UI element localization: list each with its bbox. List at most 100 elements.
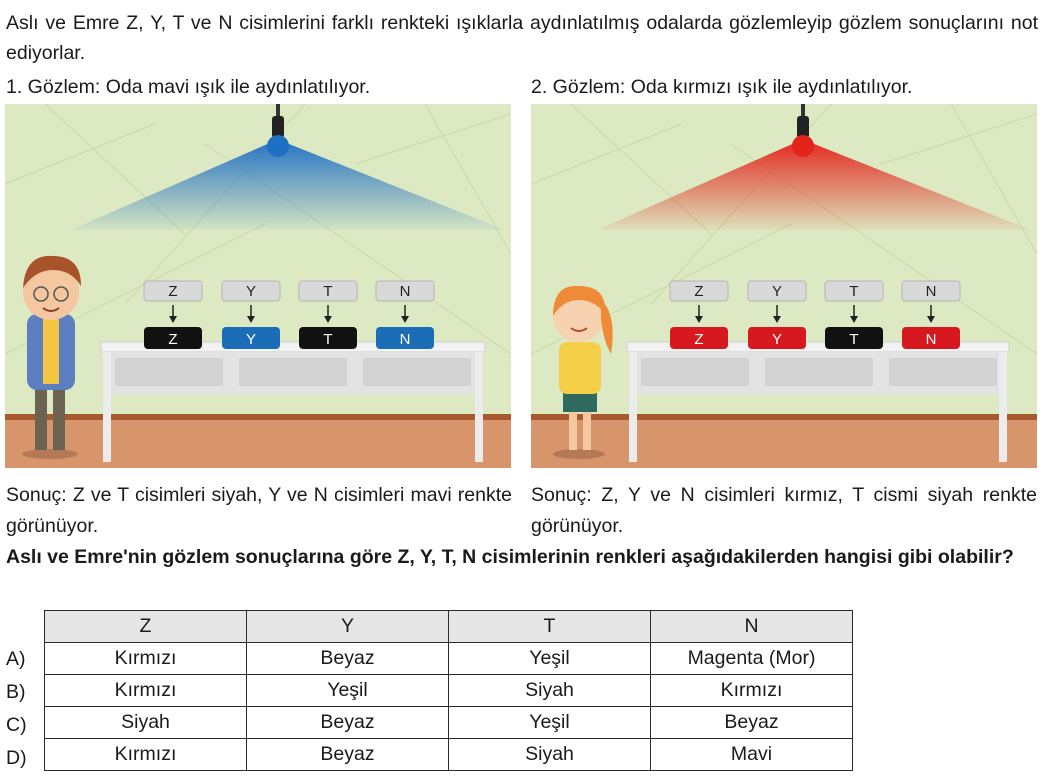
table-header-row: Z Y T N xyxy=(44,610,853,643)
table-cell: Kırmızı xyxy=(650,674,853,707)
object-letter: T xyxy=(323,331,332,348)
table-cell: Kırmızı xyxy=(44,738,247,771)
light-beam xyxy=(71,142,505,230)
table-cell: Yeşil xyxy=(448,706,651,739)
header-cell-n: N xyxy=(650,610,853,643)
option-label: D) xyxy=(6,747,27,769)
lamp-cord xyxy=(801,104,805,118)
table-cell: Kırmızı xyxy=(44,674,247,707)
label-letter: Z xyxy=(694,283,703,300)
table-cell: Kırmızı xyxy=(44,642,247,675)
table-leg xyxy=(103,352,111,462)
table-row: Kırmızı Beyaz Siyah Mavi xyxy=(44,738,853,771)
table-row: Kırmızı Beyaz Yeşil Magenta (Mor) xyxy=(44,642,853,675)
light-bulb xyxy=(792,135,814,157)
wall-line xyxy=(880,113,1037,165)
observation-1-title: 1. Gözlem: Oda mavi ışık ile aydınlatılı… xyxy=(6,76,371,98)
label-letter: N xyxy=(926,283,937,300)
floor xyxy=(5,420,511,468)
table-leg xyxy=(999,352,1007,462)
object-box xyxy=(299,327,357,349)
header-cell-y: Y xyxy=(246,610,449,643)
lamp-cord xyxy=(276,104,280,118)
observation-2-title: 2. Gözlem: Oda kırmızı ışık ile aydınlat… xyxy=(531,76,913,98)
object-box xyxy=(670,327,728,349)
arrow-head xyxy=(169,316,177,323)
wall-line xyxy=(531,123,682,185)
arrow-head xyxy=(324,316,332,323)
observation-1-result: Sonuç: Z ve T cisimleri siyah, Y ve N ci… xyxy=(6,484,512,537)
light-bulb xyxy=(267,135,289,157)
header-cell-t: T xyxy=(448,610,651,643)
scene-observation-1: Z Z Y Y T T N N xyxy=(5,104,511,468)
label-letter: Y xyxy=(772,283,782,300)
object-box xyxy=(376,327,434,349)
object-letter: Z xyxy=(694,331,703,348)
table-drawer xyxy=(239,358,347,386)
table-cell: Beyaz xyxy=(246,706,449,739)
table-drawer xyxy=(363,358,471,386)
object-letter: N xyxy=(926,331,937,348)
table-cell: Yeşil xyxy=(448,642,651,675)
table-cell: Magenta (Mor) xyxy=(650,642,853,675)
label-box xyxy=(901,280,961,302)
label-box xyxy=(298,280,358,302)
arrow-head xyxy=(247,316,255,323)
object-box xyxy=(748,327,806,349)
object-box xyxy=(222,327,280,349)
arrow-head xyxy=(401,316,409,323)
observation-2-result: Sonuç: Z, Y ve N cisimleri kırmız, T cis… xyxy=(531,484,1037,537)
question-text: Aslı ve Emre'nin gözlem sonuçlarına göre… xyxy=(6,546,1014,568)
table-cell: Mavi xyxy=(650,738,853,771)
label-box xyxy=(824,280,884,302)
object-letter: Y xyxy=(772,331,782,348)
header-cell-z: Z xyxy=(44,610,247,643)
option-label: C) xyxy=(6,714,27,736)
table-cell: Beyaz xyxy=(650,706,853,739)
object-box xyxy=(825,327,883,349)
label-box xyxy=(747,280,807,302)
label-box xyxy=(375,280,435,302)
table-cell: Siyah xyxy=(44,706,247,739)
arrow-head xyxy=(850,316,858,323)
object-letter: T xyxy=(849,331,858,348)
intro-text: Aslı ve Emre Z, Y, T ve N cisimlerini fa… xyxy=(6,12,1038,64)
label-box xyxy=(669,280,729,302)
floor-edge xyxy=(531,414,1037,420)
table-leg xyxy=(475,352,483,462)
object-letter: Y xyxy=(246,331,256,348)
table-drawer xyxy=(115,358,223,386)
label-box xyxy=(143,280,203,302)
label-letter: Y xyxy=(246,283,256,300)
table-cell: Siyah xyxy=(448,674,651,707)
object-box xyxy=(144,327,202,349)
label-letter: N xyxy=(400,283,411,300)
option-label: B) xyxy=(6,681,26,703)
arrow-head xyxy=(773,316,781,323)
label-letter: T xyxy=(323,283,332,300)
table-cell: Beyaz xyxy=(246,738,449,771)
lamp-socket xyxy=(272,116,284,138)
girl-illustration xyxy=(553,285,613,459)
table-drawer xyxy=(765,358,873,386)
object-box xyxy=(902,327,960,349)
lamp-socket xyxy=(797,116,809,138)
option-label: A) xyxy=(6,648,26,670)
table-drawer xyxy=(641,358,749,386)
table-cell: Siyah xyxy=(448,738,651,771)
floor xyxy=(531,420,1037,468)
object-letter: N xyxy=(400,331,411,348)
arrow-head xyxy=(927,316,935,323)
object-letter: Z xyxy=(168,331,177,348)
table-row: Siyah Beyaz Yeşil Beyaz xyxy=(44,706,853,739)
label-letter: Z xyxy=(168,283,177,300)
label-box xyxy=(221,280,281,302)
wall-line xyxy=(354,113,511,165)
table-cell: Yeşil xyxy=(246,674,449,707)
arrow-head xyxy=(695,316,703,323)
table-row: Kırmızı Yeşil Siyah Kırmızı xyxy=(44,674,853,707)
table-drawer xyxy=(889,358,997,386)
boy-illustration xyxy=(22,255,81,459)
floor-edge xyxy=(5,414,511,420)
